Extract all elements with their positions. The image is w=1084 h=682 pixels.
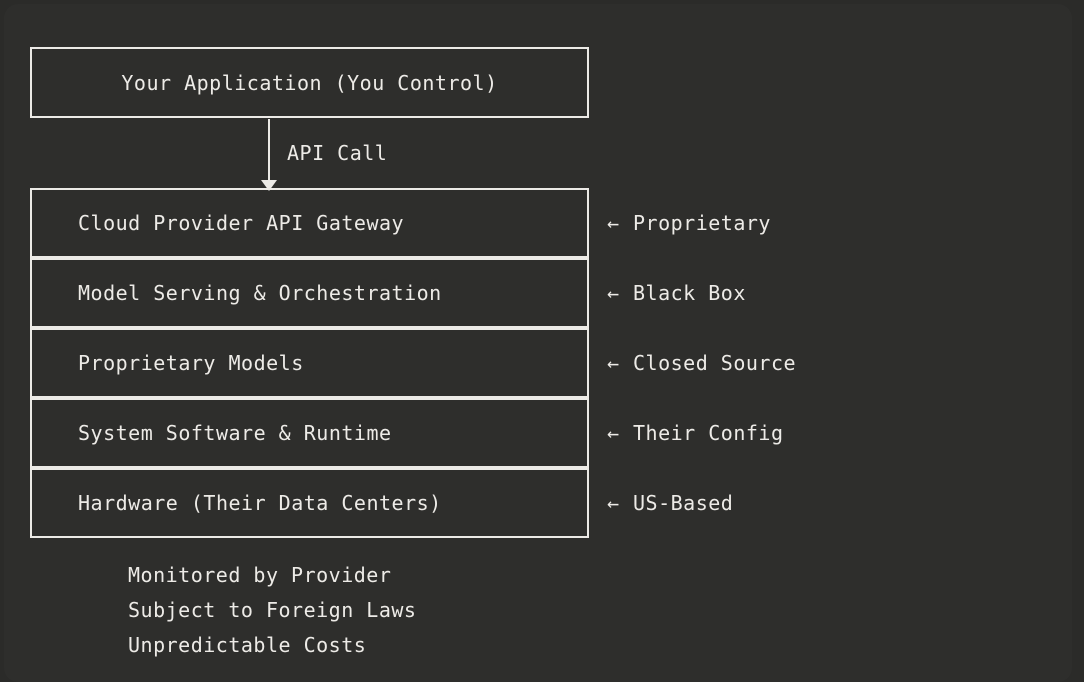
stack-box-hardware: Hardware (Their Data Centers) bbox=[30, 468, 589, 538]
stack-box-gateway: Cloud Provider API Gateway bbox=[30, 188, 589, 258]
connector-label: API Call bbox=[287, 141, 388, 165]
stack-annotation: ← US-Based bbox=[607, 468, 733, 538]
application-box-label: Your Application (You Control) bbox=[121, 70, 498, 95]
stack-box-proprietary-models: Proprietary Models bbox=[30, 328, 589, 398]
stack-annotation-label: Proprietary bbox=[633, 211, 771, 235]
arrow-left-icon: ← bbox=[607, 281, 620, 305]
stack-box-label: Model Serving & Orchestration bbox=[78, 281, 442, 305]
stack-annotation-label: Their Config bbox=[633, 421, 784, 445]
arrow-down-triangle-icon bbox=[261, 180, 277, 191]
stack-box-label: System Software & Runtime bbox=[78, 421, 392, 445]
arrow-left-icon: ← bbox=[607, 351, 620, 375]
stack-box-label: Cloud Provider API Gateway bbox=[78, 211, 405, 235]
application-box: Your Application (You Control) bbox=[30, 47, 589, 118]
stack-annotation: ← Closed Source bbox=[607, 328, 796, 398]
stack-box-model-serving: Model Serving & Orchestration bbox=[30, 258, 589, 328]
footer-note: Subject to Foreign Laws bbox=[128, 598, 417, 622]
stack-box-label: Proprietary Models bbox=[78, 351, 304, 375]
arrow-left-icon: ← bbox=[607, 491, 620, 515]
arrow-left-icon: ← bbox=[607, 421, 620, 445]
stack-annotation: ← Black Box bbox=[607, 258, 746, 328]
stack-annotation: ← Their Config bbox=[607, 398, 784, 468]
stack-annotation-label: Black Box bbox=[633, 281, 746, 305]
footer-notes: Monitored by Provider Subject to Foreign… bbox=[128, 558, 416, 663]
footer-note: Unpredictable Costs bbox=[128, 633, 367, 657]
stack-annotation-label: US-Based bbox=[633, 491, 734, 515]
stack-annotation-label: Closed Source bbox=[633, 351, 797, 375]
connector-line bbox=[268, 119, 270, 181]
stack-box-label: Hardware (Their Data Centers) bbox=[78, 491, 442, 515]
footer-note: Monitored by Provider bbox=[128, 563, 392, 587]
stack-annotation: ← Proprietary bbox=[607, 188, 771, 258]
arrow-left-icon: ← bbox=[607, 211, 620, 235]
stack-box-system-software: System Software & Runtime bbox=[30, 398, 589, 468]
